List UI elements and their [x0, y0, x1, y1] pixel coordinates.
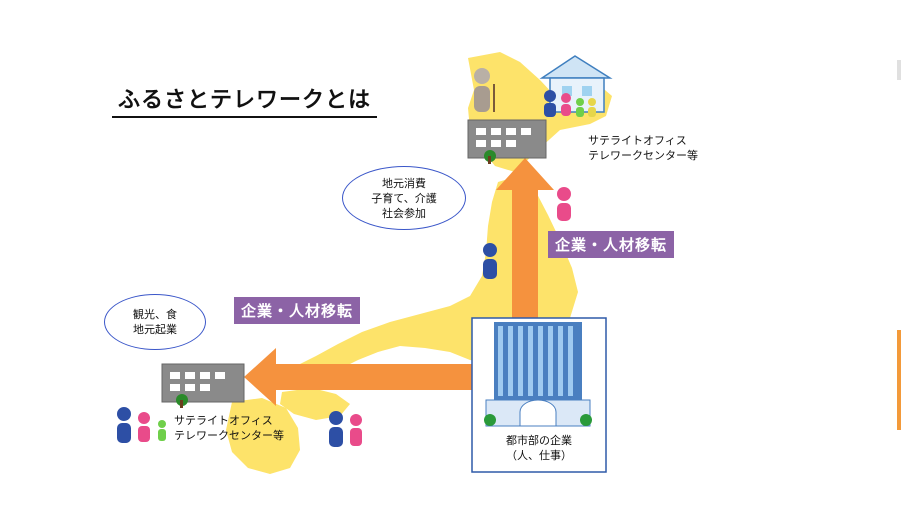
satellite-line: テレワークセンター等: [588, 149, 698, 162]
person-pink-icon: [557, 187, 571, 221]
hq-line: （人、仕事）: [506, 449, 572, 462]
hq-building-icon: [484, 322, 592, 427]
person-blue-icon: [483, 243, 497, 279]
hq-line: 都市部の企業: [506, 434, 572, 447]
transfer-label-west: 企業・人材移転: [234, 297, 361, 324]
family-north-icon: [544, 90, 596, 117]
bubble-line: 地元起業: [133, 323, 177, 336]
elder-person-icon: [474, 68, 495, 112]
edge-strip-orange: [897, 330, 901, 430]
satellite-office-label-west: サテライトオフィス テレワークセンター等: [174, 413, 284, 443]
hq-caption: 都市部の企業 （人、仕事）: [472, 433, 606, 463]
family-west-icon: [117, 407, 166, 443]
satellite-line: サテライトオフィス: [174, 414, 273, 427]
bubble-line: 観光、食: [133, 308, 177, 321]
couple-icon: [329, 411, 362, 447]
satellite-line: テレワークセンター等: [174, 429, 284, 442]
map-kyushu: [226, 398, 300, 474]
satellite-line: サテライトオフィス: [588, 134, 687, 147]
page-title: ふるさとテレワークとは: [112, 82, 378, 118]
satellite-office-label-north: サテライトオフィス テレワークセンター等: [588, 133, 698, 163]
house-icon: [539, 55, 613, 113]
edge-strip-top: [897, 60, 901, 80]
bubble-line: 地元消費: [382, 176, 426, 190]
bubble-line: 子育て、介護: [371, 191, 437, 205]
transfer-label-north: 企業・人材移転: [548, 231, 675, 258]
arrow-left: [244, 348, 474, 406]
bubble-line: 社会参加: [382, 206, 426, 220]
benefit-bubble-north: 地元消費 子育て、介護 社会参加: [342, 166, 466, 230]
arrow-up: [496, 158, 554, 320]
satellite-office-building-west: [161, 363, 245, 408]
benefit-bubble-west: 観光、食 地元起業: [104, 294, 206, 350]
satellite-office-building-north: [467, 119, 547, 164]
